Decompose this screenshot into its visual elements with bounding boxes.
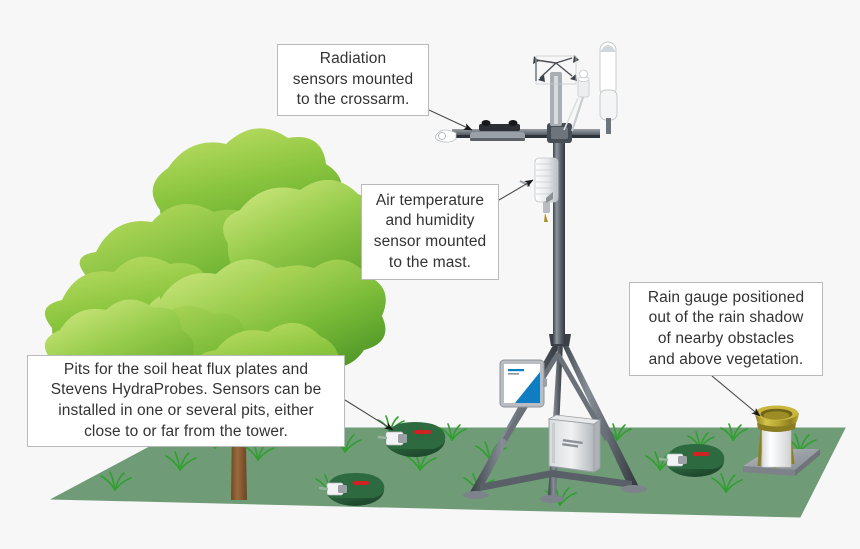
leader-line-airtemp bbox=[498, 179, 534, 201]
anemometer bbox=[533, 55, 579, 126]
tripod-weather-tower bbox=[435, 41, 647, 503]
radiation-sensor-upper bbox=[479, 124, 520, 131]
soil-pit-left bbox=[318, 473, 385, 506]
callout-airtemp-text: Air temperature and humidity sensor moun… bbox=[373, 191, 487, 271]
leader-line-raingauge bbox=[711, 375, 761, 417]
rain-gauge-funnel bbox=[755, 405, 799, 432]
leader-line-soilpits bbox=[344, 399, 394, 431]
antenna bbox=[599, 41, 618, 134]
soil-pit-right bbox=[658, 444, 725, 477]
leader-line-radiation bbox=[428, 109, 473, 131]
battery-box bbox=[547, 414, 602, 473]
crossarm bbox=[435, 120, 600, 143]
soil-pit-near-tower bbox=[377, 422, 446, 457]
radiation-shield-sensor bbox=[519, 157, 559, 222]
callout-air-temperature: Air temperature and humidity sensor moun… bbox=[361, 184, 499, 280]
callout-soil-pits: Pits for the soil heat flux plates and S… bbox=[27, 355, 345, 447]
callout-soilpits-text: Pits for the soil heat flux plates and S… bbox=[50, 360, 322, 440]
callout-rain-gauge: Rain gauge positioned out of the rain sh… bbox=[629, 282, 823, 376]
callout-raingauge-text: Rain gauge positioned out of the rain sh… bbox=[647, 288, 805, 368]
rain-gauge bbox=[743, 405, 820, 476]
data-logger-enclosure[interactable] bbox=[499, 359, 547, 408]
callout-radiation-text: Radiation sensors mounted to the crossar… bbox=[292, 50, 414, 109]
callout-radiation-sensors: Radiation sensors mounted to the crossar… bbox=[277, 44, 429, 116]
pyranometer-mount bbox=[563, 69, 590, 132]
leader-lines bbox=[344, 109, 761, 431]
